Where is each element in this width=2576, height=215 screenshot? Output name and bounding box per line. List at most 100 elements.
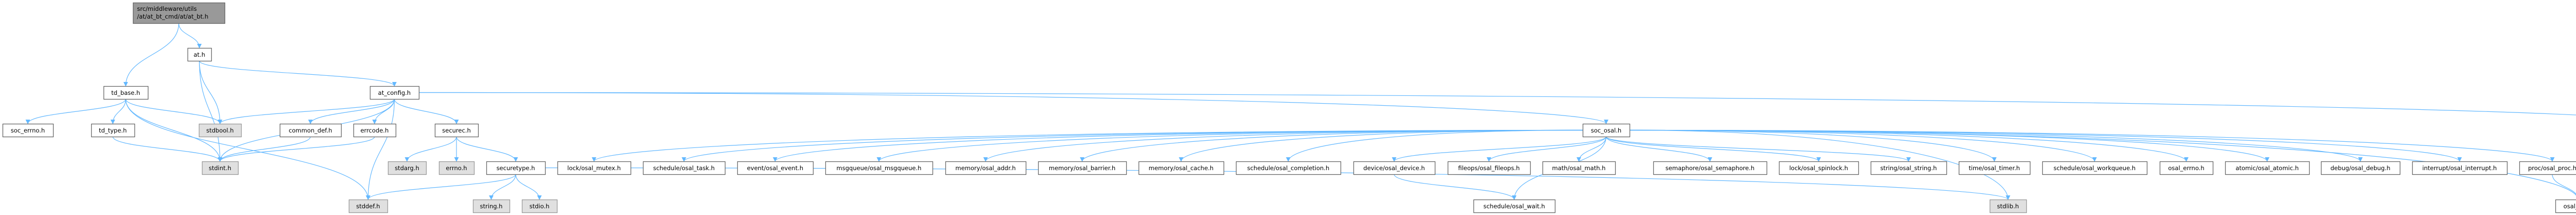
node-at[interactable]: at.h: [187, 47, 212, 62]
node-osal-spinlock[interactable]: lock/osal_spinlock.h: [1778, 161, 1859, 175]
node-label: osal_list.h: [2564, 203, 2576, 210]
node-label: interrupt/osal_interrupt.h: [2422, 164, 2497, 172]
node-box: [201, 161, 239, 175]
node-stdlib: stdlib.h: [1989, 199, 2027, 213]
node-label: lock/osal_spinlock.h: [1789, 164, 1848, 172]
node-box: [1038, 161, 1127, 175]
node-osal-workqueue[interactable]: schedule/osal_workqueue.h: [2042, 161, 2148, 175]
node-osal-semaphore[interactable]: semaphore/osal_semaphore.h: [1653, 161, 1768, 175]
edge-soc_osal-to-osal_interrupt: [1629, 129, 2462, 162]
edge-securetype-to-stdio: [515, 174, 542, 200]
node-osal-debug[interactable]: debug/osal_debug.h: [2320, 161, 2401, 175]
node-soc-osal[interactable]: soc_osal.h: [1582, 123, 1631, 138]
node-label: lock/osal_mutex.h: [567, 164, 621, 172]
node-label: schedule/osal_workqueue.h: [2054, 164, 2136, 172]
edge-soc_osal-to-osal_debug: [1629, 129, 2363, 162]
node-osal-msgqueue[interactable]: msgqueue/osal_msgqueue.h: [825, 161, 934, 175]
node-box: [1989, 199, 2027, 213]
node-box: [945, 161, 1027, 175]
node-label: stdint.h: [209, 164, 231, 172]
node-box: [1235, 161, 1342, 175]
node-osal-cache[interactable]: memory/osal_cache.h: [1138, 161, 1225, 175]
node-osal-math[interactable]: math/osal_math.h: [1542, 161, 1616, 175]
node-osal-fileops[interactable]: fileops/osal_fileops.h: [1447, 161, 1531, 175]
node-label: soc_osal.h: [1591, 127, 1621, 134]
node-at-config[interactable]: at_config.h: [369, 86, 420, 100]
node-box: [438, 161, 475, 175]
node-label: stdarg.h: [395, 164, 419, 172]
node-box: [187, 47, 212, 62]
node-osal-barrier[interactable]: memory/osal_barrier.h: [1038, 161, 1127, 175]
node-label: string.h: [480, 203, 503, 210]
node-box: [132, 2, 226, 24]
node-box: [557, 161, 632, 175]
node-common-def[interactable]: common_def.h: [279, 123, 342, 138]
node-osal-device[interactable]: device/osal_device.h: [1353, 161, 1436, 175]
edge-at_config-to-stddef: [366, 98, 395, 200]
edge-root-to-td_base: [123, 23, 179, 87]
node-label: fileops/osal_fileops.h: [1458, 164, 1520, 172]
node-osal-interrupt[interactable]: interrupt/osal_interrupt.h: [2412, 161, 2508, 175]
node-osal-list[interactable]: osal_list.h: [2555, 199, 2576, 213]
node-osal-event[interactable]: event/osal_event.h: [737, 161, 814, 175]
node-osal-errno[interactable]: osal_errno.h: [2159, 161, 2214, 175]
node-box: [91, 123, 135, 138]
edge-at_config-to-assert: [418, 92, 2576, 115]
node-label: td_base.h: [111, 89, 140, 96]
node-box: [198, 123, 242, 138]
node-osal-proc[interactable]: proc/osal_proc.h: [2519, 161, 2576, 175]
node-box: [434, 123, 479, 138]
node-securec[interactable]: securec.h: [434, 123, 479, 138]
node-box: [472, 199, 511, 213]
node-securetype[interactable]: securetype.h: [486, 161, 546, 175]
edge-soc_osal-to-stdlib: [1629, 129, 2010, 200]
node-label: errno.h: [446, 164, 467, 172]
node-td-type[interactable]: td_type.h: [91, 123, 135, 138]
edge-soc_osal-to-osal_spinlock: [1605, 136, 1821, 162]
node-box: [1958, 161, 2031, 175]
node-box: [1138, 161, 1225, 175]
node-label: stdio.h: [530, 203, 550, 210]
node-td-base[interactable]: td_base.h: [103, 86, 149, 100]
node-box: [348, 199, 388, 213]
edge-soc_osal-to-osal_workqueue: [1629, 129, 2097, 162]
node-box: [1353, 161, 1436, 175]
node-osal-string[interactable]: string/osal_string.h: [1870, 161, 1947, 175]
node-errcode[interactable]: errcode.h: [353, 123, 397, 138]
node-box: [642, 161, 726, 175]
node-label: stdbool.h: [206, 127, 233, 134]
node-box: [486, 161, 546, 175]
node-label: memory/osal_addr.h: [955, 164, 1015, 172]
node-box: [1473, 199, 1556, 213]
node-osal-wait[interactable]: schedule/osal_wait.h: [1473, 199, 1556, 213]
node-osal-completion[interactable]: schedule/osal_completion.h: [1235, 161, 1342, 175]
node-label: at.h: [194, 51, 206, 58]
node-osal-task[interactable]: schedule/osal_task.h: [642, 161, 726, 175]
edge-soc_osal-to-osal_fileops: [1486, 136, 1607, 162]
node-osal-atomic[interactable]: atomic/osal_atomic.h: [2225, 161, 2310, 175]
edge-td_base-to-soc_errno: [25, 98, 126, 124]
edge-at-to-stdint: [199, 60, 223, 162]
node-osal-addr[interactable]: memory/osal_addr.h: [945, 161, 1027, 175]
edge-td_base-to-stdbool: [125, 98, 223, 124]
edge-soc_osal-to-osal_semaphore: [1605, 136, 1713, 162]
node-stdio: stdio.h: [521, 199, 558, 213]
node-osal-timer[interactable]: time/osal_timer.h: [1958, 161, 2031, 175]
node-soc-errno[interactable]: soc_errno.h: [2, 123, 54, 138]
node-box: [353, 123, 397, 138]
edge-soc_osal-to-osal_event: [773, 129, 1583, 162]
node-stdint: stdint.h: [201, 161, 239, 175]
node-errno: errno.h: [438, 161, 475, 175]
edge-soc_osal-to-osal_msgqueue: [876, 129, 1583, 162]
node-root[interactable]: src/middleware/utils/at/at_bt_cmd/at/at_…: [132, 2, 226, 24]
node-box: [2412, 161, 2508, 175]
node-box: [1582, 123, 1631, 138]
node-stdbool: stdbool.h: [198, 123, 242, 138]
edge-at_config-to-errcode: [372, 98, 395, 124]
edge-td_type-to-stdint: [112, 136, 223, 162]
node-osal-mutex[interactable]: lock/osal_mutex.h: [557, 161, 632, 175]
edge-soc_osal-to-osal_device: [1392, 136, 1607, 162]
node-label: /at/at_bt_cmd/at/at_bt.h: [137, 13, 208, 20]
edge-errcode-to-stdint: [217, 136, 375, 162]
